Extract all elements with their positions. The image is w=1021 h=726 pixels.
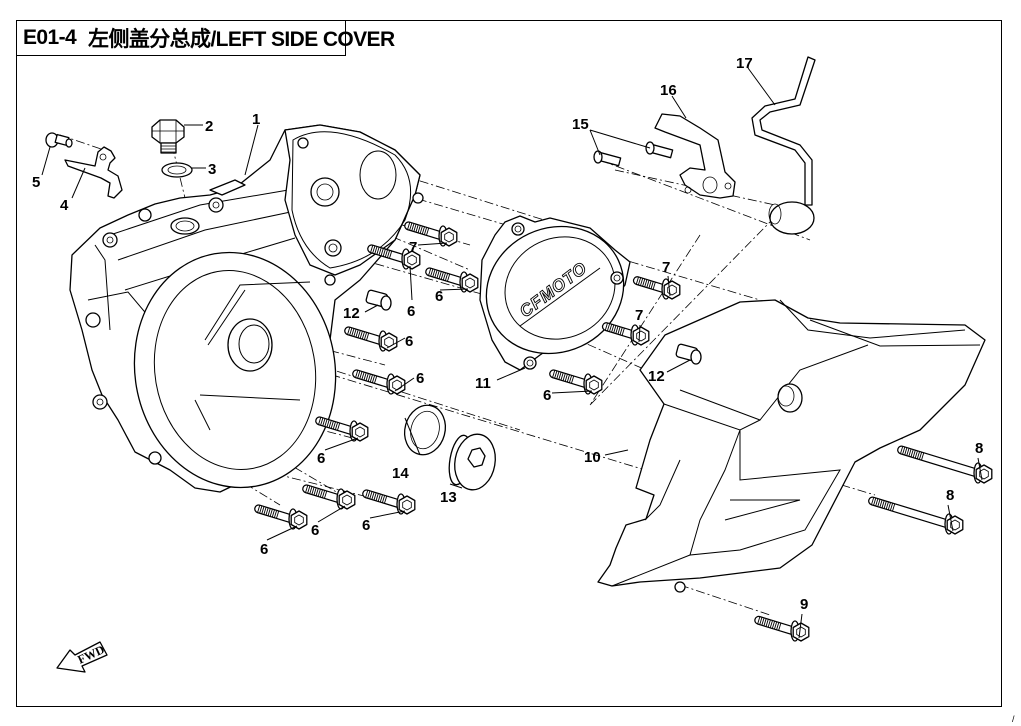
callout-4[interactable]: 4 xyxy=(60,197,69,214)
title-block: E01-4 左侧盖分总成/LEFT SIDE COVER xyxy=(16,20,395,56)
part-4-wire-clamp-bracket[interactable] xyxy=(64,146,123,199)
callout-7c[interactable]: 7 xyxy=(635,307,643,324)
callout-16[interactable]: 16 xyxy=(660,82,677,99)
part-3-seal-washer[interactable] xyxy=(161,162,193,178)
bolt-6f-leader xyxy=(266,525,298,541)
bolt-6f[interactable] xyxy=(254,504,308,541)
callout-7a[interactable]: 7 xyxy=(409,239,417,256)
callout-15[interactable]: 15 xyxy=(572,116,589,133)
bolt-6i[interactable] xyxy=(549,369,603,395)
part-2-oil-filler-plug[interactable] xyxy=(151,119,185,154)
callout-12a[interactable]: 12 xyxy=(343,305,360,322)
part-12-dowel-pin-a[interactable] xyxy=(365,289,392,311)
bolt-6h[interactable] xyxy=(362,489,416,519)
fwd-label: FWD xyxy=(75,642,107,667)
corner-mark: / xyxy=(1012,714,1015,724)
part-16-bracket[interactable] xyxy=(654,113,736,199)
part-12-dowel-pin-b[interactable] xyxy=(675,343,702,365)
bolt-8b-leader xyxy=(947,504,954,532)
bolt-6c[interactable] xyxy=(344,326,406,352)
callout-6b[interactable]: 6 xyxy=(435,288,443,305)
callout-8a[interactable]: 8 xyxy=(975,440,983,457)
diagram-code: E01-4 xyxy=(23,26,77,49)
callout-8b[interactable]: 8 xyxy=(946,487,954,504)
callout-6g[interactable]: 6 xyxy=(311,522,319,539)
bolt-6e-leader xyxy=(324,437,359,451)
bolt-6g-leader xyxy=(317,505,346,523)
bolt-7a[interactable] xyxy=(404,221,458,247)
callout-6a[interactable]: 6 xyxy=(407,303,415,320)
bolt-6e[interactable] xyxy=(315,416,369,451)
callout-7b[interactable]: 7 xyxy=(662,259,670,276)
callout-10[interactable]: 10 xyxy=(584,449,601,466)
callout-6h[interactable]: 6 xyxy=(362,517,370,534)
callout-leaders xyxy=(41,67,776,489)
part-10-sprocket-cover[interactable] xyxy=(597,299,986,593)
callout-6e[interactable]: 6 xyxy=(317,450,325,467)
callout-1[interactable]: 1 xyxy=(252,111,260,128)
bolt-7c[interactable] xyxy=(601,322,650,346)
bolt-7b-leader xyxy=(667,275,671,297)
bolt-6b[interactable] xyxy=(425,267,479,293)
bolt-6a-leader xyxy=(409,265,413,301)
bolt-6g[interactable] xyxy=(302,484,356,523)
part-11-logo-cover[interactable]: CFMOTO xyxy=(465,204,644,376)
forward-direction-arrow: FWD xyxy=(56,641,108,673)
callout-13[interactable]: 13 xyxy=(440,489,457,506)
part-5-bolt[interactable] xyxy=(45,132,73,148)
bolt-7c-leader xyxy=(638,324,641,343)
bolt-8a-leader xyxy=(977,457,983,481)
callout-5[interactable]: 5 xyxy=(32,174,40,191)
part-13-inspection-plug[interactable] xyxy=(446,431,500,493)
bolt-9-leader xyxy=(798,613,803,639)
callout-6f[interactable]: 6 xyxy=(260,541,268,558)
callout-2[interactable]: 2 xyxy=(205,118,213,135)
callout-9[interactable]: 9 xyxy=(800,596,808,613)
callout-6d[interactable]: 6 xyxy=(416,370,424,387)
drawing-frame xyxy=(16,20,1002,707)
part-15-bolts[interactable] xyxy=(593,141,674,167)
bolt-6h-leader xyxy=(369,510,406,519)
bolt-9[interactable] xyxy=(754,613,810,642)
bolt-8a[interactable] xyxy=(897,445,993,484)
bolt-6d[interactable] xyxy=(352,369,415,395)
bolt-6b-leader xyxy=(439,288,469,291)
bolt-6c-leader xyxy=(386,337,406,349)
callout-labels: 1 2 3 4 5 6 6 6 6 6 6 6 6 6 7 7 7 8 8 9 … xyxy=(32,55,983,613)
part-14-o-ring[interactable] xyxy=(399,401,451,460)
callout-3[interactable]: 3 xyxy=(208,161,216,178)
bolt-6a[interactable] xyxy=(367,244,421,301)
diagram-title: 左侧盖分总成/LEFT SIDE COVER xyxy=(88,28,395,51)
fastener-bolts xyxy=(254,221,993,642)
bolt-7b[interactable] xyxy=(632,275,681,300)
callout-14[interactable]: 14 xyxy=(392,465,409,482)
bolt-7a-leader xyxy=(417,242,448,246)
part-1-left-crankcase-cover[interactable] xyxy=(69,124,424,504)
bolt-8b[interactable] xyxy=(868,496,964,535)
callout-6c[interactable]: 6 xyxy=(405,333,413,350)
callout-6i[interactable]: 6 xyxy=(543,387,551,404)
callout-17[interactable]: 17 xyxy=(736,55,753,72)
bolt-6d-leader xyxy=(394,377,415,392)
callout-11[interactable]: 11 xyxy=(475,375,491,392)
part-17-breather-pipe[interactable] xyxy=(751,56,816,235)
callout-12b[interactable]: 12 xyxy=(648,368,665,385)
bolt-6i-leader xyxy=(551,390,593,394)
